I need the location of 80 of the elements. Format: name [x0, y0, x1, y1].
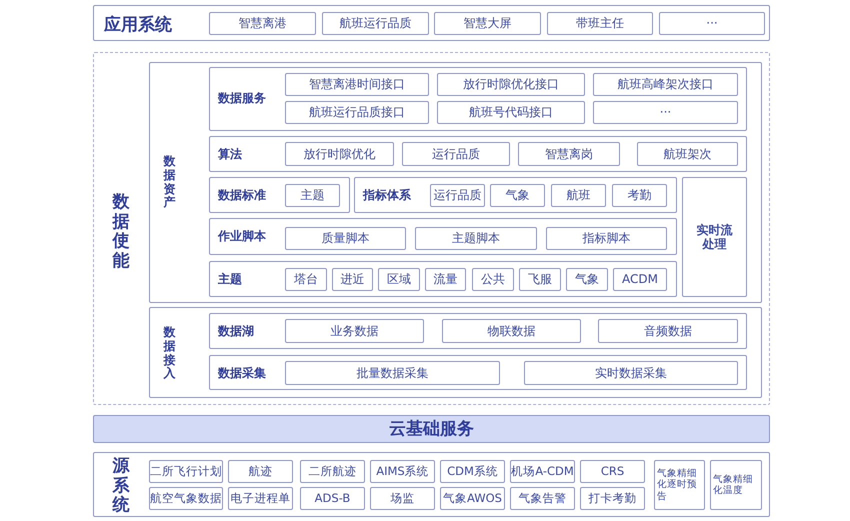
module-box: 气象精细化逐时预告 [654, 460, 705, 510]
module-box: 放行时隙优化 [285, 142, 394, 166]
dashed-layer-frame [93, 52, 770, 405]
module-box: 质量脚本 [285, 227, 406, 250]
module-box: 气象告警 [510, 487, 575, 510]
module-box: 运行品质 [430, 184, 485, 207]
layer-panel [209, 355, 747, 390]
module-box: 塔台 [285, 268, 327, 291]
layer-panel [209, 136, 747, 172]
layer-title: 数据使能 [112, 193, 130, 272]
module-box: 智慧大屏 [434, 12, 541, 35]
module-box: ··· [659, 12, 765, 35]
layer-title: 数据标准 [218, 187, 266, 204]
module-box: 机场A-CDM [510, 460, 575, 483]
module-box: 智慧离港 [209, 12, 316, 35]
layer-panel [93, 452, 770, 517]
layer-panel [149, 62, 762, 303]
module-box: 二所航迹 [300, 460, 365, 483]
module-box: 流量 [425, 268, 466, 291]
layer-title: 数据采集 [218, 365, 266, 382]
layer-title: 数据服务 [218, 90, 266, 107]
layer-title: 数据接入 [163, 326, 176, 382]
module-box: 音频数据 [598, 319, 738, 343]
module-box: 区域 [378, 268, 420, 291]
module-box: AIMS系统 [370, 460, 435, 483]
layer-band: 云基础服务 [93, 415, 770, 443]
layer-panel [209, 177, 350, 213]
module-box: CRS [580, 460, 645, 483]
layer-title: 数据资产 [163, 155, 176, 210]
module-box: 公共 [472, 268, 514, 291]
layer-panel [354, 177, 677, 213]
module-box: 气象 [566, 268, 608, 291]
module-box: CDM系统 [440, 460, 505, 483]
layer-title: 主题 [218, 271, 242, 288]
module-box: 智慧离岗 [518, 142, 620, 166]
layer-title: 算法 [218, 146, 242, 163]
module-box: 航班号代码接口 [437, 101, 585, 124]
module-box: 航班高峰架次接口 [593, 73, 738, 96]
module-box: 航班 [551, 184, 606, 207]
module-box: 航班运行品质 [322, 12, 429, 35]
module-box: 二所飞行计划 [149, 460, 223, 483]
module-box: ··· [593, 101, 738, 124]
module-box: 实时数据采集 [524, 361, 738, 385]
module-box: 场监 [370, 487, 435, 510]
layer-panel [209, 313, 747, 349]
module-box: 实时流处理 [682, 177, 747, 297]
layer-title: 作业脚本 [218, 228, 266, 245]
module-box: 航空气象数据 [149, 487, 223, 510]
layer-panel [93, 5, 770, 41]
module-box: 气象AWOS [440, 487, 505, 510]
layer-title: 应用系统 [104, 14, 172, 36]
module-box: 主题 [285, 184, 340, 207]
module-box: ADS-B [300, 487, 365, 510]
layer-panel [209, 218, 677, 255]
module-box: 考勤 [612, 184, 667, 207]
layer-panel [209, 261, 677, 297]
layer-panel [209, 67, 747, 131]
module-box: 主题脚本 [415, 227, 537, 250]
module-box: 批量数据采集 [285, 361, 500, 385]
layer-title: 数据湖 [218, 323, 254, 340]
module-box: 气象精细化温度 [710, 460, 762, 510]
module-box: 带班主任 [547, 12, 653, 35]
module-box: 智慧离港时间接口 [285, 73, 429, 96]
module-box: 电子进程单 [228, 487, 293, 510]
module-box: 业务数据 [285, 319, 424, 343]
module-box: 航班架次 [637, 142, 738, 166]
layer-title: 源系统 [112, 457, 130, 516]
module-box: 放行时隙优化接口 [437, 73, 585, 96]
layer-panel [149, 307, 762, 398]
module-box: 运行品质 [402, 142, 510, 166]
module-box: 航班运行品质接口 [285, 101, 429, 124]
module-box: ACDM [613, 268, 667, 291]
module-box: 指标脚本 [546, 227, 667, 250]
module-box: 打卡考勤 [580, 487, 645, 510]
layer-title: 指标体系 [363, 187, 411, 204]
module-box: 物联数据 [442, 319, 581, 343]
module-box: 飞服 [519, 268, 561, 291]
module-box: 进近 [332, 268, 373, 291]
module-box: 航迹 [228, 460, 293, 483]
module-box: 气象 [490, 184, 545, 207]
